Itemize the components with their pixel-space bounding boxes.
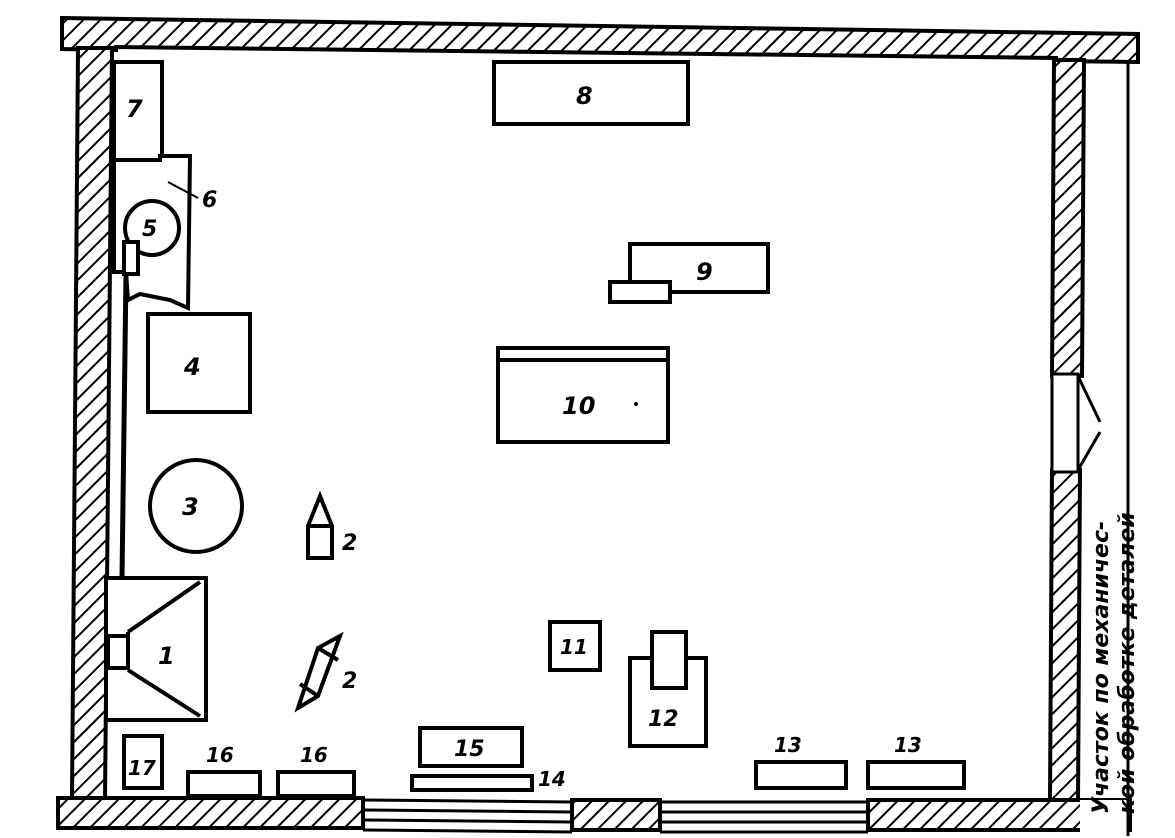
label-7: 7 xyxy=(126,95,143,123)
window-left xyxy=(362,798,573,834)
side-note-line2: кой обработке деталей xyxy=(1115,512,1140,814)
pipe-line xyxy=(119,273,129,579)
label-1: 1 xyxy=(158,642,175,670)
label-2-lower: 2 xyxy=(342,669,357,694)
label-13a: 13 xyxy=(774,733,802,757)
label-10: 10 xyxy=(562,392,595,420)
label-5: 5 xyxy=(142,217,157,242)
window-right xyxy=(660,800,868,834)
label-16b: 16 xyxy=(300,743,328,767)
item-13b xyxy=(866,760,966,790)
bottom-wall-middle xyxy=(570,798,662,832)
item-16b xyxy=(276,770,356,798)
right-wall-upper xyxy=(1049,58,1087,378)
label-4: 4 xyxy=(183,353,201,381)
side-note-line1: Участок по механичес- xyxy=(1089,521,1114,814)
label-14: 14 xyxy=(538,767,566,791)
label-9: 9 xyxy=(696,258,713,286)
item-4 xyxy=(146,312,252,414)
item-16a xyxy=(186,770,262,798)
label-3: 3 xyxy=(182,493,199,521)
top-wall xyxy=(60,15,1140,65)
side-note: Участок по механичес- кой обработке дета… xyxy=(1089,512,1140,814)
label-13b: 13 xyxy=(894,733,922,757)
item-10 xyxy=(496,346,670,444)
label-15: 15 xyxy=(454,737,485,762)
item-11 xyxy=(548,620,602,672)
item-17 xyxy=(122,734,164,790)
label-16a: 16 xyxy=(206,743,234,767)
item-3 xyxy=(148,458,244,554)
item-14 xyxy=(410,774,534,792)
door xyxy=(1050,372,1102,474)
label-8: 8 xyxy=(576,82,593,110)
label-11: 11 xyxy=(560,635,588,659)
right-wall-lower xyxy=(1047,468,1083,802)
item-15 xyxy=(418,726,524,768)
item-1 xyxy=(104,576,208,722)
label-2-upper: 2 xyxy=(342,531,357,556)
item-8 xyxy=(492,60,690,126)
bottom-wall-left xyxy=(56,796,365,830)
label-6: 6 xyxy=(202,188,217,213)
item-7 xyxy=(112,60,164,162)
label-12: 12 xyxy=(648,707,679,732)
label-17: 17 xyxy=(128,756,156,780)
item-13a xyxy=(754,760,848,790)
